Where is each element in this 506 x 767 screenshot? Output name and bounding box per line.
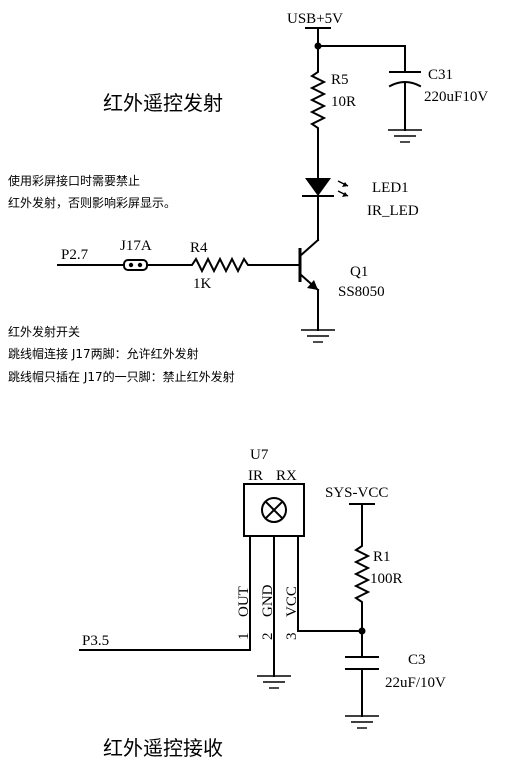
usb-5v-label: USB+5V bbox=[287, 11, 343, 27]
tx-note-line1: 使用彩屏接口时需要禁止 bbox=[8, 173, 140, 188]
transistor-q1 bbox=[298, 238, 336, 343]
p35-label: P3.5 bbox=[82, 633, 109, 649]
r5-ref: R5 bbox=[331, 72, 349, 88]
rx-section-title: 红外遥控接收 bbox=[103, 736, 223, 760]
ir-transmit-section: 红外遥控发射 使用彩屏接口时需要禁止 红外发射，否则影响彩屏显示。 红外发射开关… bbox=[8, 11, 488, 384]
r5-value: 10R bbox=[331, 94, 356, 110]
tx-switch-line1: 红外发射开关 bbox=[8, 324, 80, 339]
tx-switch-line2: 跳线帽连接 J17两脚：允许红外发射 bbox=[8, 346, 199, 361]
p27-label: P2.7 bbox=[61, 247, 89, 263]
sys-vcc-label: SYS-VCC bbox=[325, 485, 388, 501]
power-symbol-sysvcc bbox=[349, 503, 375, 541]
ground-symbol bbox=[387, 129, 423, 143]
tx-note-line2: 红外发射，否则影响彩屏显示。 bbox=[8, 195, 176, 210]
c31-value: 220uF10V bbox=[424, 89, 488, 105]
r1-ref: R1 bbox=[373, 549, 391, 565]
r1-value: 100R bbox=[370, 571, 403, 587]
r4-value: 1K bbox=[193, 276, 212, 292]
resistor-r4 bbox=[185, 256, 301, 274]
c31-ref: C31 bbox=[428, 67, 453, 83]
ir-led-led1 bbox=[302, 167, 349, 241]
resistor-r5 bbox=[309, 65, 327, 169]
jumper-j17a bbox=[123, 259, 148, 271]
pin2-name: GND bbox=[260, 584, 276, 617]
power-symbol-usb5v bbox=[305, 27, 406, 67]
u7-ir-label: IR bbox=[248, 468, 263, 484]
pin2-number: 2 bbox=[260, 633, 276, 641]
led1-ref: LED1 bbox=[372, 180, 409, 196]
q1-ref: Q1 bbox=[350, 264, 368, 280]
r4-ref: R4 bbox=[190, 240, 208, 256]
resistor-r1 bbox=[353, 539, 371, 632]
j17a-label: J17A bbox=[120, 238, 152, 254]
u7-rx-label: RX bbox=[276, 468, 297, 484]
u7-ref: U7 bbox=[250, 447, 269, 463]
ground-symbol bbox=[256, 675, 292, 689]
capacitor-c3 bbox=[344, 630, 380, 729]
pin3-number: 3 bbox=[284, 633, 300, 641]
pin1-number: 1 bbox=[236, 633, 252, 641]
ir-receive-section: U7 IR RX OUT GND VCC 1 2 3 P3.5 SYS-VCC bbox=[79, 447, 446, 760]
c3-ref: C3 bbox=[408, 652, 426, 668]
c3-value: 22uF/10V bbox=[385, 675, 446, 691]
capacitor-c31 bbox=[387, 45, 423, 143]
led1-value: IR_LED bbox=[367, 203, 419, 219]
tx-switch-line3: 跳线帽只插在 J17的一只脚：禁止红外发射 bbox=[8, 369, 235, 384]
ir-receiver-u7 bbox=[243, 483, 305, 677]
tx-section-title: 红外遥控发射 bbox=[103, 91, 223, 115]
q1-value: SS8050 bbox=[338, 284, 385, 300]
pin3-name: VCC bbox=[284, 586, 300, 617]
pin1-name: OUT bbox=[236, 586, 252, 617]
